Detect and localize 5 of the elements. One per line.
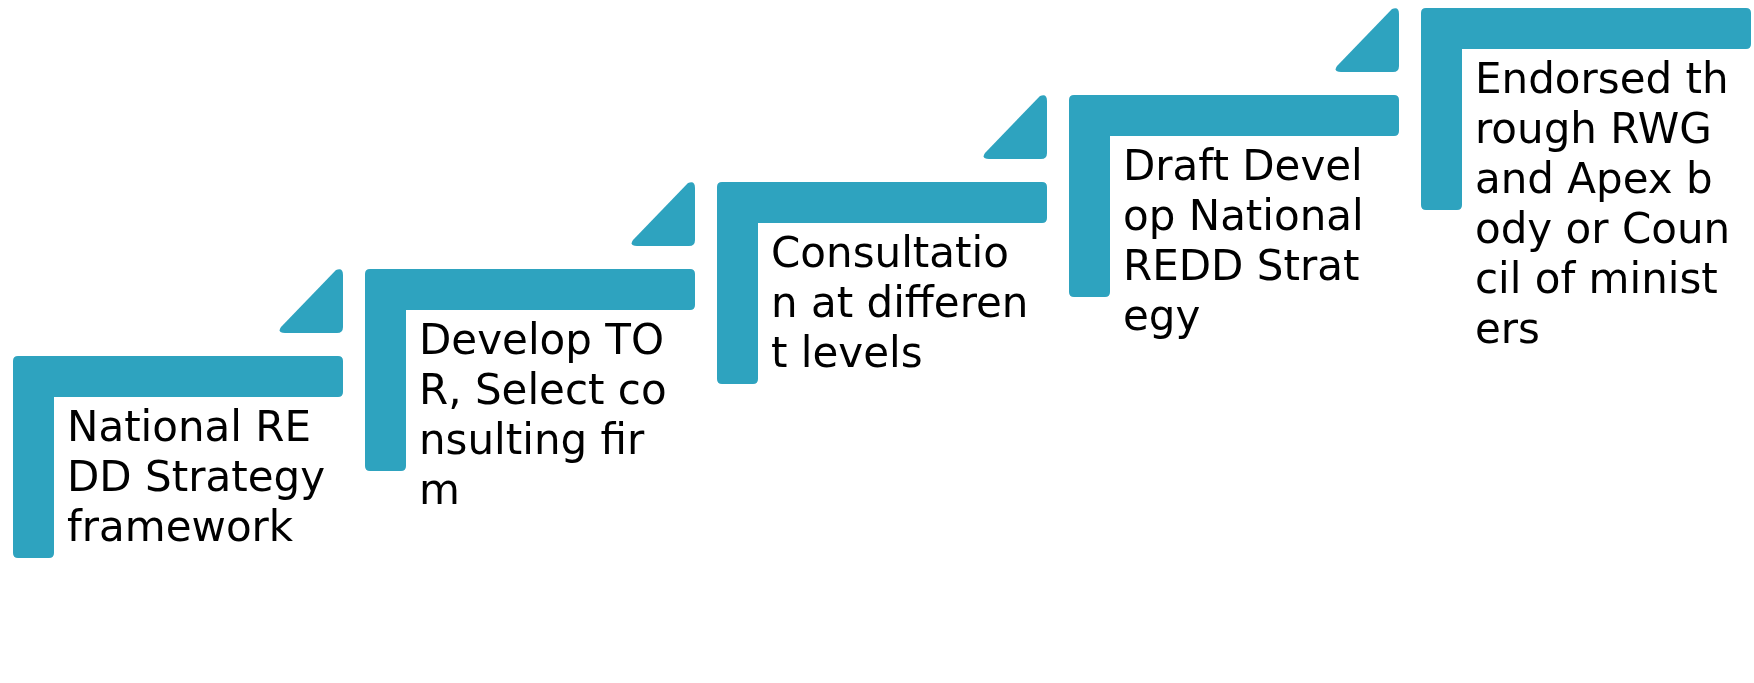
- step-text: Develop TOR, Select consulting firm: [419, 315, 668, 515]
- step-text: Consultation at different levels: [771, 228, 1030, 378]
- step-text: National REDD Strategy framework: [67, 402, 326, 552]
- step-text: Endorsed through RWG and Apex body or Council of ministers: [1475, 54, 1732, 354]
- step-text: Draft Develop National REDD Strategy: [1123, 141, 1365, 341]
